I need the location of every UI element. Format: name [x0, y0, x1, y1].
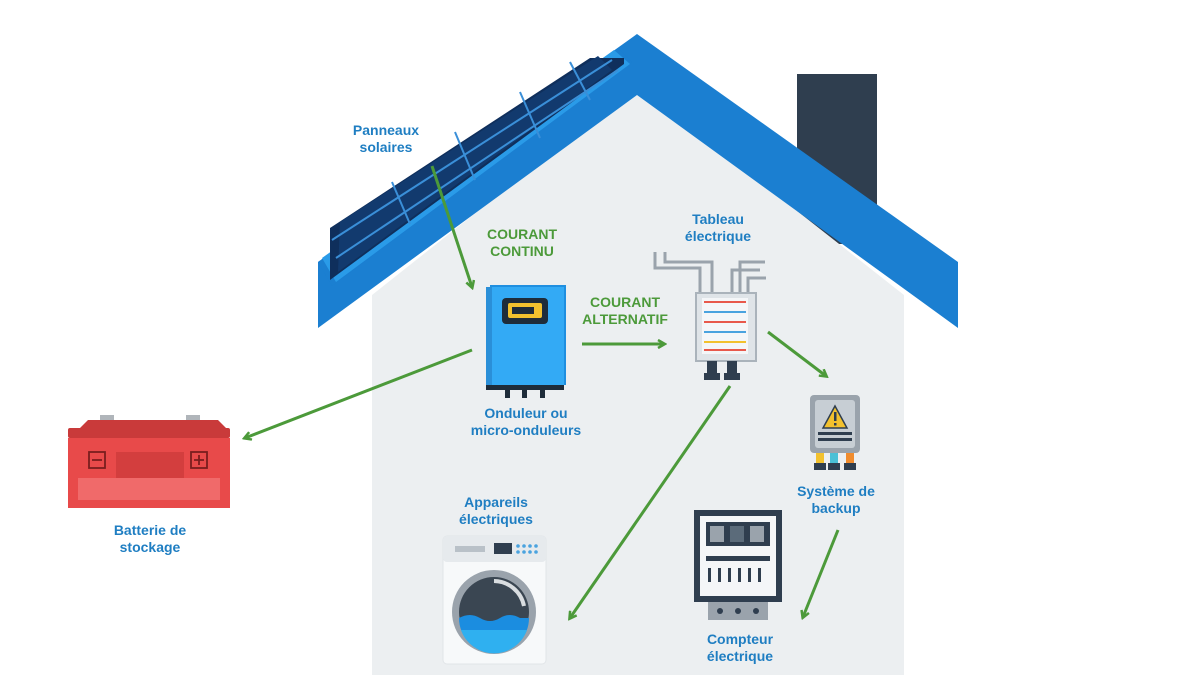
arrow-panel-to-appliances	[570, 385, 732, 618]
arrow-backup-to-meter	[803, 529, 840, 617]
arrow-panels-to-inverter	[430, 165, 472, 287]
label-appliances: Appareils électriques	[459, 494, 533, 527]
plus-icon	[190, 451, 208, 469]
washing-machine	[442, 535, 547, 665]
inverter	[486, 285, 566, 398]
label-meter: Compteur électrique	[706, 631, 774, 664]
label-backup-system: Système de backup	[797, 483, 875, 516]
electrical-panel	[653, 252, 766, 380]
flow-arrows	[245, 165, 840, 618]
warning-icon	[821, 404, 849, 429]
battery	[68, 415, 230, 508]
arrow-panel-to-backup	[767, 330, 826, 376]
arrow-inverter-to-battery	[245, 348, 473, 438]
label-electrical-panel: Tableau électrique	[684, 211, 752, 244]
backup-system	[810, 395, 860, 470]
solar-panels	[318, 48, 632, 286]
label-battery: Batterie de stockage	[113, 522, 187, 555]
label-alternating-current: COURANT ALTERNATIF	[582, 294, 668, 327]
label-direct-current: COURANT CONTINU	[487, 226, 557, 259]
label-inverter: Onduleur ou micro-onduleurs	[470, 405, 582, 438]
electric-meter	[694, 510, 782, 620]
label-solar-panels: Panneaux solaires	[352, 122, 420, 155]
minus-icon	[88, 451, 106, 469]
